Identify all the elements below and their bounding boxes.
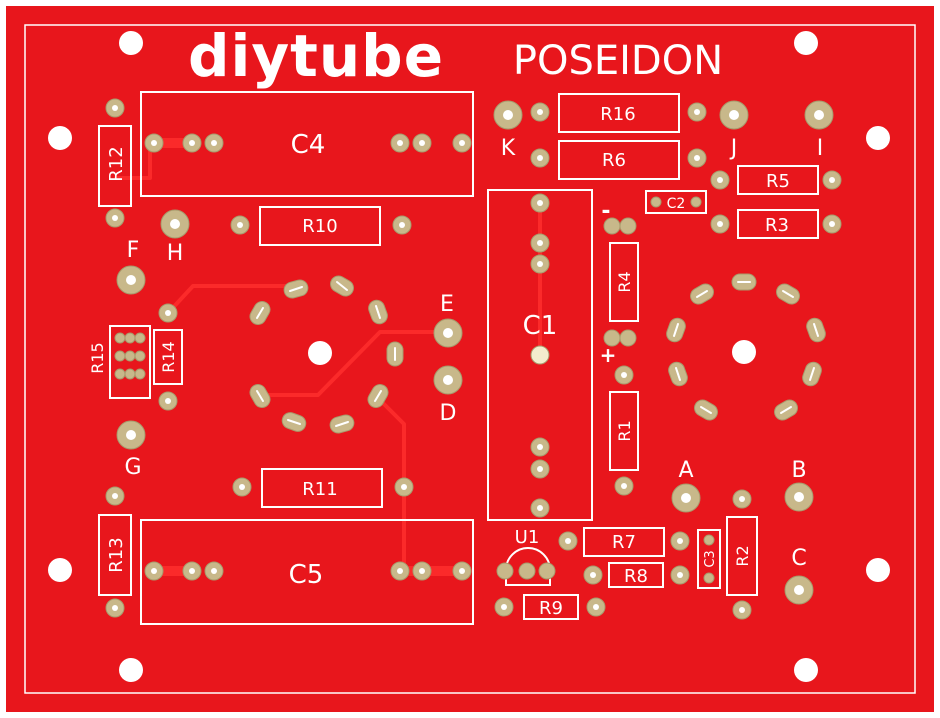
outline-C1 bbox=[487, 189, 593, 521]
polarity-minus: - bbox=[601, 199, 610, 224]
board-title: POSEIDON bbox=[513, 38, 723, 84]
outline-R7 bbox=[583, 527, 665, 557]
outline-R4 bbox=[609, 242, 639, 322]
outline-C2 bbox=[645, 190, 707, 214]
label-C2: C2 bbox=[667, 196, 686, 212]
terminal-label-G: G bbox=[124, 455, 141, 480]
brand-logo: diytube bbox=[188, 22, 444, 90]
outline-R12 bbox=[98, 125, 132, 207]
label-R11: R11 bbox=[302, 479, 337, 500]
drill-holes bbox=[112, 105, 835, 613]
label-R10: R10 bbox=[302, 216, 337, 237]
outline-C3 bbox=[697, 529, 721, 589]
label-U1: U1 bbox=[515, 527, 540, 548]
outline-R8 bbox=[608, 562, 664, 588]
pads bbox=[105, 98, 842, 620]
label-R15: R15 bbox=[88, 342, 107, 373]
terminal-label-A: A bbox=[678, 458, 693, 483]
component-labels: C4 C5 C1 R10 R11 R16 R6 R5 R3 R7 R8 R9 C… bbox=[88, 104, 790, 619]
outline-R10 bbox=[259, 206, 381, 246]
silkscreen-outlines bbox=[98, 91, 819, 625]
terminal-label-I: I bbox=[817, 136, 824, 161]
label-R16: R16 bbox=[600, 104, 635, 125]
outline-R9 bbox=[523, 594, 579, 620]
label-R4: R4 bbox=[615, 271, 634, 292]
label-R12: R12 bbox=[106, 146, 127, 181]
label-R7: R7 bbox=[612, 532, 636, 553]
outline-C5 bbox=[140, 519, 474, 625]
label-R13: R13 bbox=[106, 537, 127, 572]
label-R5: R5 bbox=[766, 171, 790, 192]
label-C5: C5 bbox=[289, 560, 324, 590]
board-substrate bbox=[6, 6, 934, 712]
label-C1: C1 bbox=[523, 311, 558, 341]
outline-R2 bbox=[726, 516, 758, 596]
outline-R1 bbox=[609, 391, 639, 471]
outline-R15 bbox=[109, 325, 151, 399]
terminal-label-D: D bbox=[440, 401, 457, 426]
terminal-label-B: B bbox=[791, 458, 806, 483]
mounting-hole bbox=[794, 31, 818, 55]
polarity-plus: + bbox=[600, 343, 617, 367]
mounting-hole bbox=[119, 31, 143, 55]
label-R14: R14 bbox=[159, 341, 178, 372]
terminal-label-J: J bbox=[729, 136, 738, 161]
terminal-label-C: C bbox=[791, 546, 806, 571]
terminal-label-F: F bbox=[127, 238, 140, 263]
outline-R5 bbox=[737, 165, 819, 195]
terminal-labels: H F G E D K J I A B C bbox=[124, 136, 823, 571]
mounting-hole bbox=[794, 658, 818, 682]
terminal-label-E: E bbox=[440, 292, 454, 317]
tube-socket-center-hole bbox=[732, 340, 756, 364]
label-R9: R9 bbox=[539, 598, 563, 619]
label-R2: R2 bbox=[733, 545, 752, 566]
outline-R11 bbox=[261, 468, 383, 508]
mounting-hole bbox=[119, 658, 143, 682]
label-C4: C4 bbox=[291, 130, 326, 160]
mounting-hole bbox=[866, 126, 890, 150]
outline-R16 bbox=[558, 93, 680, 133]
outline-R14 bbox=[153, 329, 183, 385]
mounting-holes bbox=[48, 31, 890, 682]
label-R3: R3 bbox=[765, 215, 789, 236]
outline-R3 bbox=[737, 209, 819, 239]
mounting-hole bbox=[866, 558, 890, 582]
terminal-label-H: H bbox=[167, 241, 184, 266]
board-outline bbox=[24, 24, 916, 694]
c1-center-pad bbox=[530, 345, 550, 365]
label-R6: R6 bbox=[602, 150, 626, 171]
outline-R13 bbox=[98, 514, 132, 596]
socket-pad-marks bbox=[256, 281, 819, 427]
label-R1: R1 bbox=[615, 420, 634, 441]
terminal-label-K: K bbox=[501, 136, 516, 161]
outline-R6 bbox=[558, 140, 680, 180]
outline-C4 bbox=[140, 91, 474, 197]
label-C3: C3 bbox=[703, 550, 718, 567]
label-R8: R8 bbox=[624, 566, 648, 587]
mounting-hole bbox=[48, 558, 72, 582]
tube-socket-center-hole bbox=[308, 341, 332, 365]
mounting-hole bbox=[48, 126, 72, 150]
